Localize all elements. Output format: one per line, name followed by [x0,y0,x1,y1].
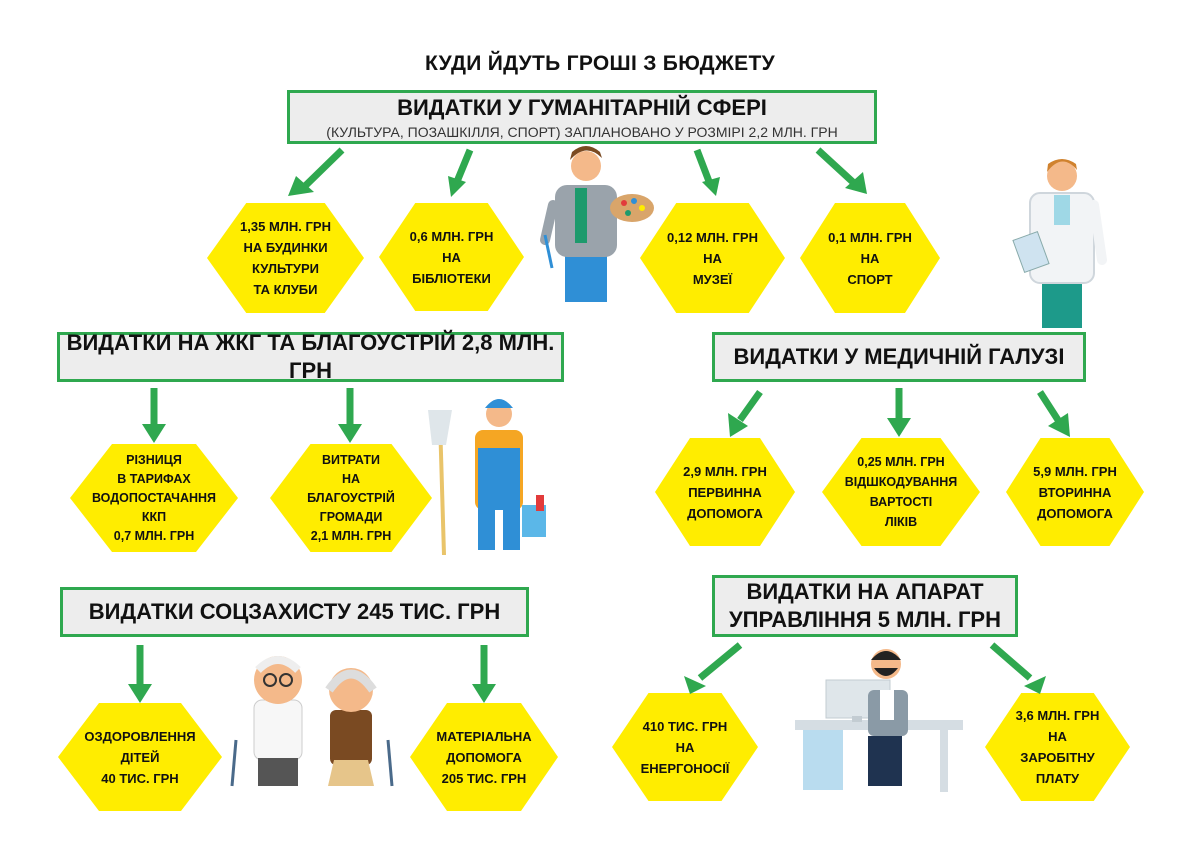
hex-line: 0,25 МЛН. ГРН [857,455,945,469]
arrowhead [338,424,362,443]
hex-line: ТА КЛУБИ [253,282,318,297]
hex-line: ВИТРАТИ [322,452,380,467]
hex-line: МАТЕРІАЛЬНА [436,728,532,744]
arrow-energy [697,642,743,681]
hex-line: ЛІКІВ [884,515,918,529]
page-title: КУДИ ЙДУТЬ ГРОШІ З БЮДЖЕТУ [425,52,775,75]
hex-line: НА БУДИНКИ [243,240,328,255]
hex-line: ЗАРОБІТНУ [1020,750,1095,765]
social-box: ВИДАТКИ СОЦЗАХИСТУ 245 ТИС. ГРН [60,587,529,637]
arrowhead [728,413,748,437]
hex-line: ВТОРИННА [1038,484,1112,500]
hex-line: 0,1 МЛН. ГРН [828,229,912,245]
hex-line: СПОРТ [847,271,893,287]
administration-box: ВИДАТКИ НА АПАРАТ УПРАВЛІННЯ 5 МЛН. ГРН [712,575,1018,637]
office-worker-icon [795,649,963,792]
arrowhead [288,176,314,196]
hex-line: 40 ТИС. ГРН [101,770,179,786]
housing-heading: ВИДАТКИ НА ЖКГ ТА БЛАГОУСТРІЙ 2,8 МЛН. Г… [66,330,555,383]
hex-line: БІБЛІОТЕКИ [412,270,491,286]
arrowhead [887,418,911,437]
hex-line: НА [1048,729,1067,744]
arrowhead [1048,413,1070,437]
hex-line: ЕНЕРГОНОСІЇ [640,760,730,776]
hex-improvement: ВИТРАТИ НА БЛАГОУСТРІЙ ГРОМАДИ 2,1 МЛН. … [270,444,432,552]
arrow-sport [815,147,858,187]
humanitarian-box: ВИДАТКИ У ГУМАНІТАРНІЙ СФЕРІ (КУЛЬТУРА, … [287,90,877,144]
hex-line: ВАРТОСТІ [869,495,933,509]
hex-line: ГРОМАДИ [319,509,383,524]
hex-line: БЛАГОУСТРІЙ [307,490,395,505]
hex-secondary-care: 5,9 МЛН. ГРН ВТОРИННА ДОПОМОГА [1006,438,1144,546]
doctor-icon [1012,159,1107,328]
hex-line: ВОДОПОСТАЧАННЯ [91,490,217,505]
hex-material-aid: МАТЕРІАЛЬНА ДОПОМОГА 205 ТИС. ГРН [410,703,558,811]
hex-line: 0,7 МЛН. ГРН [113,528,195,543]
hex-museums: 0,12 МЛН. ГРН НА МУЗЕЇ [640,203,785,313]
artist-icon [540,146,654,302]
hex-water-tariffs: РІЗНИЦЯ В ТАРИФАХ ВОДОПОСТАЧАННЯ ККП 0,7… [70,444,238,552]
arrowhead [1024,676,1046,694]
hex-line: ККП [141,509,167,524]
medical-box: ВИДАТКИ У МЕДИЧНІЙ ГАЛУЗІ [712,332,1086,382]
hex-line: 3,6 МЛН. ГРН [1015,708,1100,723]
hex-line: 2,9 МЛН. ГРН [683,463,767,479]
hex-line: НА [675,739,695,755]
hex-line: НА [341,471,361,486]
hex-line: 205 ТИС. ГРН [441,770,527,786]
hex-line: МУЗЕЇ [692,271,733,287]
arrow-culture [300,147,345,191]
janitor-icon [428,399,546,556]
arrow-salaries [989,642,1033,681]
hex-line: 0,6 МЛН. ГРН [409,228,494,244]
administration-heading-line1: ВИДАТКИ НА АПАРАТ [746,579,984,604]
hex-line: НА [703,250,722,266]
housing-box: ВИДАТКИ НА ЖКГ ТА БЛАГОУСТРІЙ 2,8 МЛН. Г… [57,330,564,383]
arrowhead [128,684,152,703]
medical-heading: ВИДАТКИ У МЕДИЧНІЙ ГАЛУЗІ [733,344,1065,369]
hex-line: 1,35 МЛН. ГРН [240,219,331,234]
hex-line: 5,9 МЛН. ГРН [1033,463,1117,479]
humanitarian-subheading: (КУЛЬТУРА, ПОЗАШКІЛЛЯ, СПОРТ) ЗАПЛАНОВАН… [326,124,838,140]
humanitarian-heading: ВИДАТКИ У ГУМАНІТАРНІЙ СФЕРІ [397,95,767,120]
hex-line: В ТАРИФАХ [117,471,191,486]
arrow-secondary [1037,390,1061,422]
arrow-museums [693,148,714,186]
hex-line: ДОПОМОГА [687,505,763,521]
hex-line: ДІТЕЙ [120,749,160,765]
hex-line: НА [860,250,880,266]
hex-line: ВІДШКОДУВАННЯ [844,475,958,489]
hex-line: 2,1 МЛН. ГРН [310,528,392,543]
hex-line: ОЗДОРОВЛЕННЯ [84,728,196,744]
hex-line: КУЛЬТУРИ [251,261,320,276]
hex-line: НА [442,249,461,265]
hex-line: ПЕРВИННА [688,484,762,500]
arrowhead [684,676,706,694]
hex-line: РІЗНИЦЯ [126,452,182,467]
hex-line: ДОПОМОГА [1037,505,1113,521]
administration-heading-line2: УПРАВЛІННЯ 5 МЛН. ГРН [729,607,1001,632]
seniors-icon [230,656,394,787]
arrowhead [448,176,466,197]
social-heading: ВИДАТКИ СОЦЗАХИСТУ 245 ТИС. ГРН [88,599,501,624]
hex-line: ДОПОМОГА [446,749,522,765]
arrow-libraries [452,148,474,186]
hex-line: 410 ТИС. ГРН [642,718,728,734]
arrow-primary [737,389,763,423]
arrowhead [142,424,166,443]
hex-line: 0,12 МЛН. ГРН [667,229,758,245]
hex-line: ПЛАТУ [1035,771,1080,786]
arrowhead [845,172,867,194]
arrowhead [472,684,496,703]
arrowhead [702,177,720,196]
